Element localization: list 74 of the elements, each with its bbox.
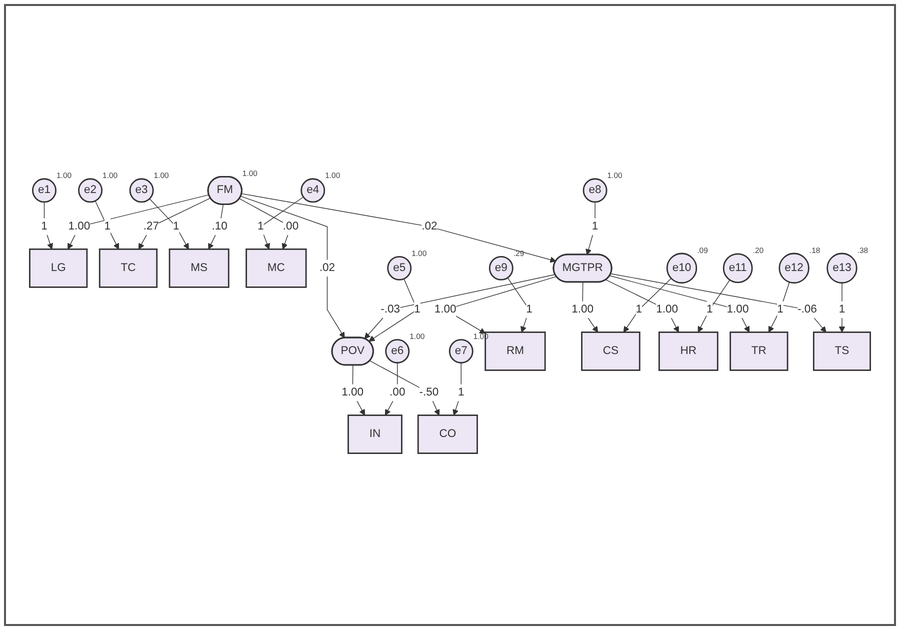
arrow [610, 273, 826, 333]
node-box [658, 332, 718, 371]
edge-label: 1 [41, 220, 48, 232]
arrow [768, 282, 790, 333]
node-box [417, 414, 478, 454]
edge-label: 1 [414, 303, 420, 316]
arrow [94, 200, 119, 250]
node-circle [826, 252, 858, 284]
edge-label: 1 [777, 303, 784, 316]
edge-label: .02 [422, 220, 438, 232]
arrow [606, 280, 679, 333]
node-circle [385, 339, 410, 364]
node-circle [722, 253, 753, 284]
node-box [98, 248, 158, 288]
node-circle [387, 256, 412, 280]
variance-value: 1.00 [154, 171, 169, 180]
edge-label: .00 [282, 220, 299, 232]
arrow [623, 278, 672, 333]
edge-label: .27 [143, 220, 159, 232]
edge-label: 1.00 [342, 386, 364, 398]
variance-value: 1.00 [412, 248, 427, 258]
variance-value: .09 [697, 246, 708, 255]
node-circle [300, 178, 326, 203]
edge-label: -.03 [380, 303, 400, 316]
variance-value: .18 [809, 246, 820, 255]
edge-label: .10 [212, 220, 228, 232]
edge-label: 1 [592, 220, 598, 232]
arrow [698, 280, 730, 333]
node-circle [488, 256, 514, 280]
node-box [246, 248, 307, 288]
arrow [838, 282, 846, 333]
edge-label: 1 [706, 303, 713, 316]
node-box [730, 332, 788, 371]
variance-value: 1.00 [56, 171, 72, 180]
variance-value: 1.00 [410, 332, 425, 341]
node-box [812, 332, 871, 371]
variance-value: 1.00 [607, 171, 622, 180]
arrow [68, 194, 210, 250]
node-box [29, 248, 88, 288]
edge-label: 1 [526, 303, 532, 316]
edge-label: .02 [319, 262, 336, 274]
node-circle [582, 178, 608, 203]
node-box [581, 332, 640, 371]
arrow [138, 198, 211, 250]
edge-label: 1 [458, 386, 464, 398]
edge-label: 1.00 [656, 303, 678, 316]
node-circle [666, 252, 698, 284]
arrow [364, 274, 556, 340]
arrow [149, 198, 189, 250]
arrow [610, 275, 750, 333]
edge-label: 1.00 [434, 303, 456, 316]
edge-label: 1.00 [726, 303, 749, 316]
variance-value: .20 [752, 246, 764, 256]
node-circle [78, 178, 103, 203]
edge-label: 1.00 [68, 220, 90, 232]
edge-label: 1 [104, 220, 111, 232]
variance-value: .29 [513, 248, 524, 258]
edge-label: 1 [636, 303, 642, 316]
edge-label: 1.00 [572, 303, 594, 316]
arrow [208, 204, 224, 250]
edge-label: 1 [173, 220, 180, 232]
edge-label: .00 [390, 386, 406, 398]
variance-value: 1.00 [242, 169, 258, 178]
node-box [168, 248, 230, 288]
node-circle [448, 339, 474, 364]
variance-value: .38 [857, 246, 868, 255]
node-circle [778, 252, 810, 284]
arrow [240, 196, 345, 338]
arrow [241, 193, 556, 263]
node-box [348, 414, 402, 454]
node-circle [129, 178, 154, 203]
edge-label: 1 [838, 303, 846, 316]
node-circle [32, 178, 56, 203]
variance-value: 1.00 [102, 171, 118, 180]
